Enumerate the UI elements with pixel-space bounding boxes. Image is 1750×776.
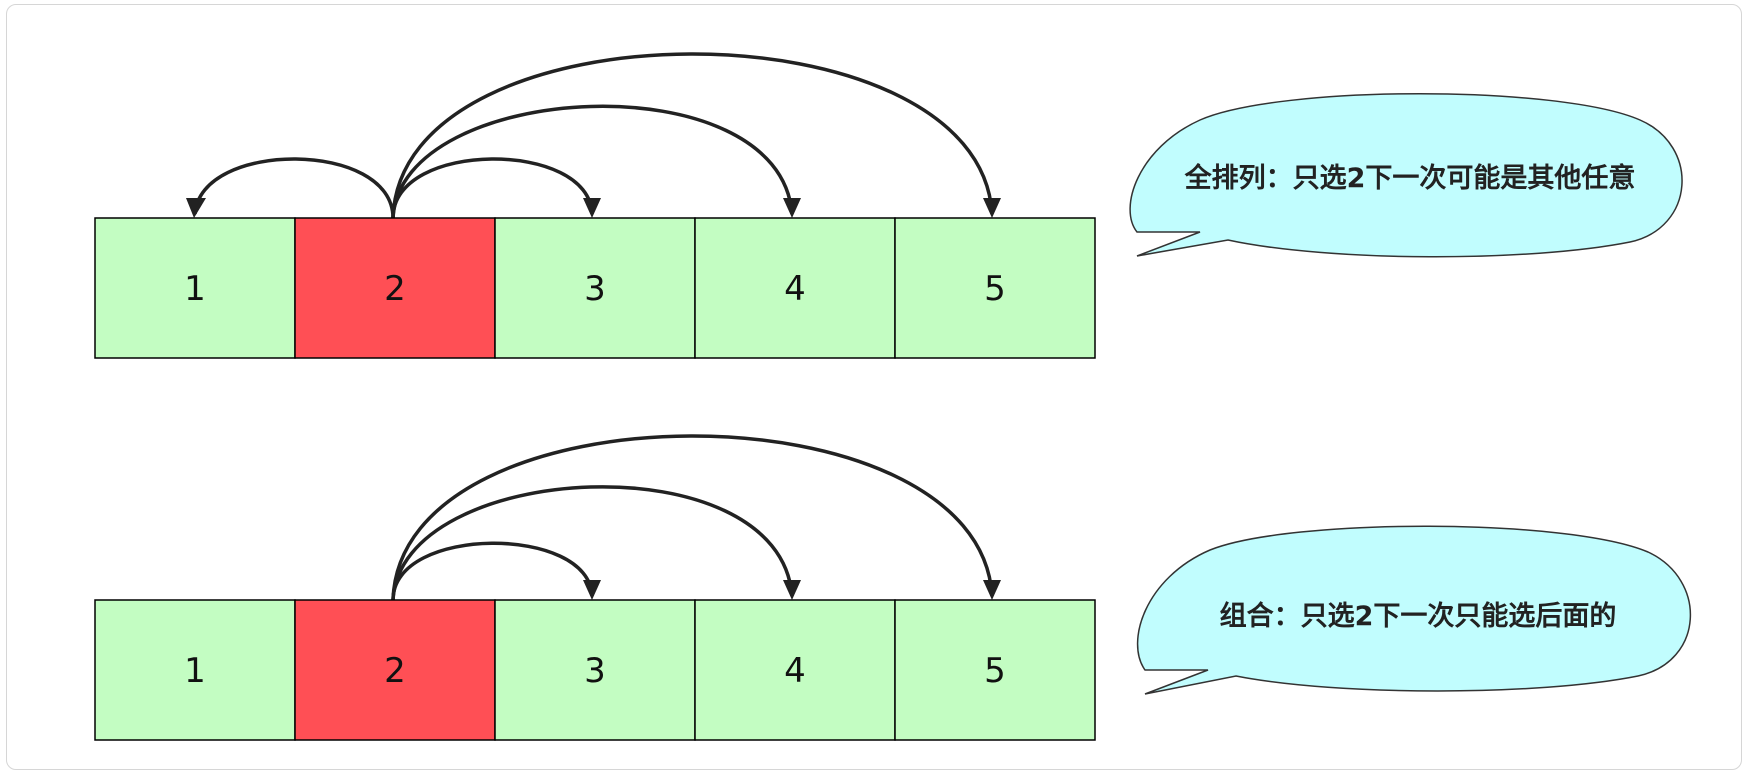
comb-caption: 组合：只选2下一次只能选后面的 bbox=[1220, 600, 1617, 632]
comb-arrowhead-3 bbox=[583, 580, 601, 600]
comb-cell-1-label: 1 bbox=[184, 651, 206, 691]
comb-cell-1: 1 bbox=[94, 599, 296, 741]
perm-caption: 全排列：只选2下一次可能是其他任意 bbox=[1184, 162, 1636, 194]
comb-arrow-to-5 bbox=[391, 434, 994, 601]
comb-cell-2-selected: 2 bbox=[294, 599, 496, 741]
permutation-arrows bbox=[186, 52, 1001, 219]
perm-bubble-shape bbox=[1129, 93, 1683, 258]
perm-cell-5-label: 5 bbox=[984, 269, 1006, 309]
perm-cell-4-label: 4 bbox=[784, 269, 806, 309]
permutation-cells: 1 2 3 4 5 bbox=[94, 217, 1096, 359]
combination-arrows bbox=[391, 434, 1001, 601]
perm-arrowhead-3 bbox=[583, 198, 601, 218]
comb-arrowhead-5 bbox=[983, 580, 1001, 600]
combination-diagram: 1 2 3 4 5 组合：只选2下一次只能选后面的 bbox=[94, 434, 1692, 741]
perm-cell-5: 5 bbox=[894, 217, 1096, 359]
perm-arrow-to-5 bbox=[391, 52, 994, 219]
comb-cell-2-label: 2 bbox=[384, 651, 406, 691]
permutation-speech-bubble: 全排列：只选2下一次可能是其他任意 bbox=[1129, 93, 1683, 258]
perm-arrow-to-4 bbox=[391, 104, 794, 219]
perm-arrowhead-4 bbox=[783, 198, 801, 218]
perm-cell-3: 3 bbox=[494, 217, 696, 359]
perm-cell-2-label: 2 bbox=[384, 269, 406, 309]
comb-cell-3-label: 3 bbox=[584, 651, 606, 691]
comb-cell-5-label: 5 bbox=[984, 651, 1006, 691]
combination-speech-bubble: 组合：只选2下一次只能选后面的 bbox=[1136, 525, 1692, 695]
perm-cell-1: 1 bbox=[94, 217, 296, 359]
comb-cell-3: 3 bbox=[494, 599, 696, 741]
comb-cell-4-label: 4 bbox=[784, 651, 806, 691]
comb-bubble-shape bbox=[1136, 525, 1692, 695]
perm-arrowhead-5 bbox=[983, 198, 1001, 218]
permutation-diagram: 1 2 3 4 5 全排列：只选2下一次可能是其他任意 bbox=[94, 52, 1683, 359]
comb-cell-5: 5 bbox=[894, 599, 1096, 741]
comb-arrow-to-4 bbox=[391, 485, 794, 601]
comb-arrow-to-3 bbox=[391, 541, 594, 601]
perm-arrowhead-1 bbox=[186, 198, 206, 218]
perm-cell-1-label: 1 bbox=[184, 269, 206, 309]
perm-cell-3-label: 3 bbox=[584, 269, 606, 309]
comb-arrowhead-4 bbox=[783, 580, 801, 600]
perm-arrow-to-1 bbox=[193, 157, 395, 219]
perm-cell-4: 4 bbox=[694, 217, 896, 359]
perm-arrow-to-3 bbox=[391, 157, 594, 219]
perm-cell-2-selected: 2 bbox=[294, 217, 496, 359]
comb-cell-4: 4 bbox=[694, 599, 896, 741]
combination-cells: 1 2 3 4 5 bbox=[94, 599, 1096, 741]
